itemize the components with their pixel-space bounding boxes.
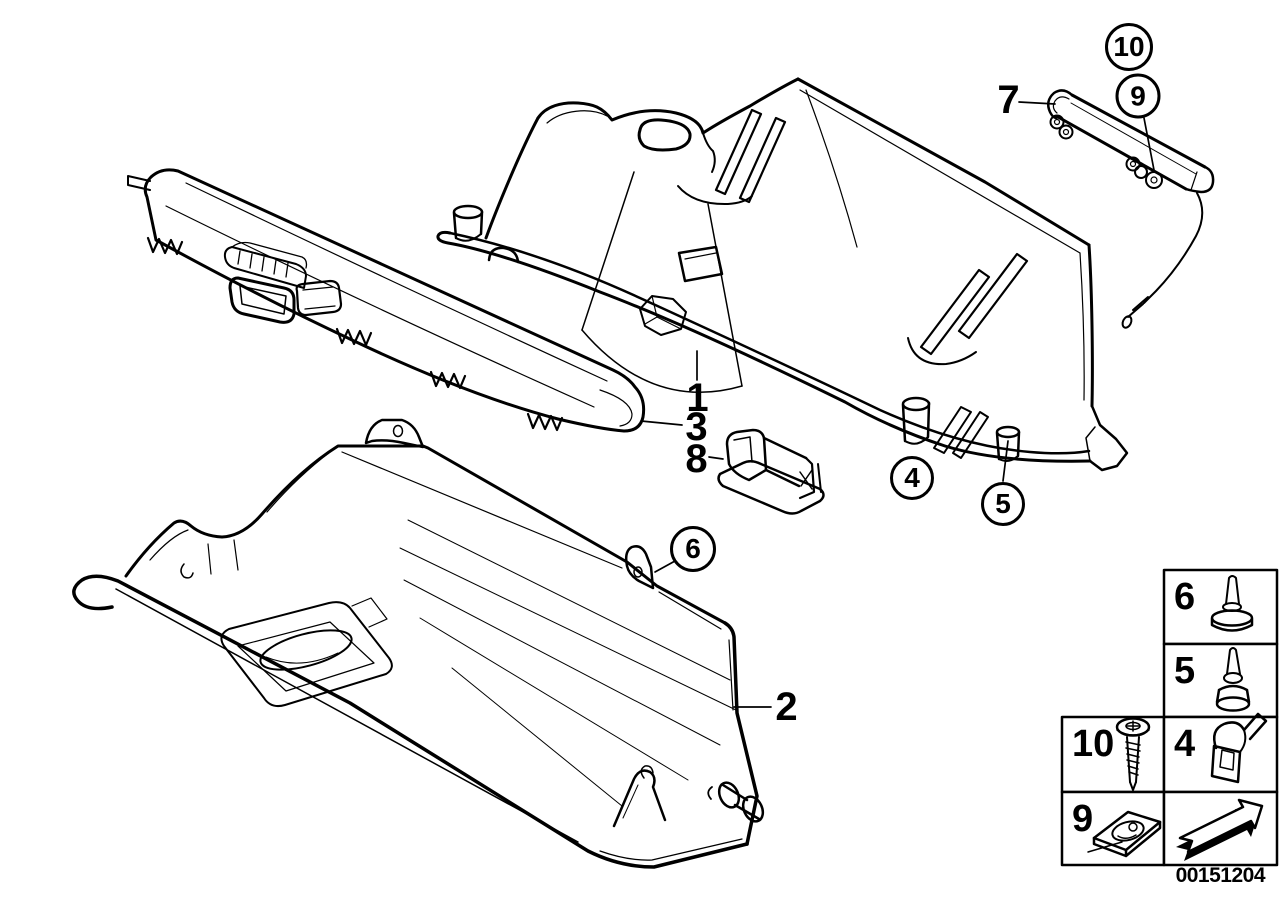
part-8-bracket — [717, 428, 825, 515]
callout-5[interactable]: 5 — [981, 482, 1025, 526]
callout-9[interactable]: 9 — [1115, 73, 1161, 119]
clip-icon — [1210, 712, 1268, 784]
legend-cell-4[interactable]: 4 — [1164, 717, 1277, 792]
callout-leader-lines — [640, 101, 1155, 708]
retaining-cord — [1143, 192, 1204, 304]
direction-arrow-icon — [1176, 798, 1264, 861]
callout-1[interactable]: 1 — [686, 376, 708, 420]
housing-round-hole — [637, 118, 692, 152]
callout-8[interactable]: 8 — [685, 437, 707, 481]
legend-cell-9[interactable]: 9 — [1062, 792, 1164, 865]
rivet-tab — [364, 418, 425, 449]
callout-6[interactable]: 6 — [670, 526, 716, 572]
legend-number: 6 — [1174, 576, 1196, 618]
part-1-upper-housing — [436, 77, 1129, 472]
callout-7[interactable]: 7 — [997, 78, 1019, 122]
spring-clip — [335, 327, 373, 347]
latch-mechanism — [223, 246, 307, 289]
part-2-glove-box-bin — [72, 418, 765, 869]
part-3-trim-strip — [127, 168, 646, 433]
screw-icon — [1115, 717, 1151, 791]
speed-nut-icon — [1087, 810, 1162, 858]
legend-cell-6[interactable]: 6 — [1164, 570, 1277, 644]
expansion-rivet-icon — [1210, 575, 1254, 632]
part-7-rail — [1046, 89, 1215, 329]
callout-4[interactable]: 4 — [890, 456, 934, 500]
legend-number: 5 — [1174, 650, 1196, 692]
spring-clip — [429, 370, 467, 390]
legend-cell-10[interactable]: 10 — [1062, 717, 1164, 792]
legend-number: 4 — [1174, 723, 1196, 765]
drawing-number-stamp: 00151204 — [1175, 864, 1266, 887]
damper-cylinder — [707, 781, 765, 823]
callout-10[interactable]: 10 — [1105, 23, 1153, 71]
bin-tray — [220, 601, 393, 708]
callout-2[interactable]: 2 — [775, 685, 797, 729]
legend-number: 9 — [1072, 798, 1094, 840]
hinge-bracket — [612, 769, 667, 828]
legend-number — [1164, 792, 1174, 800]
legend-cell-arrow[interactable] — [1164, 792, 1277, 865]
legend-cell-5[interactable]: 5 — [1164, 644, 1277, 717]
expansion-rivet-grommet-icon — [1215, 647, 1251, 712]
legend-number: 10 — [1072, 723, 1115, 765]
callout-3[interactable]: 3 — [685, 405, 707, 449]
rivet-tab — [624, 545, 655, 590]
spring-clip — [146, 236, 184, 256]
spring-clip — [526, 412, 564, 432]
